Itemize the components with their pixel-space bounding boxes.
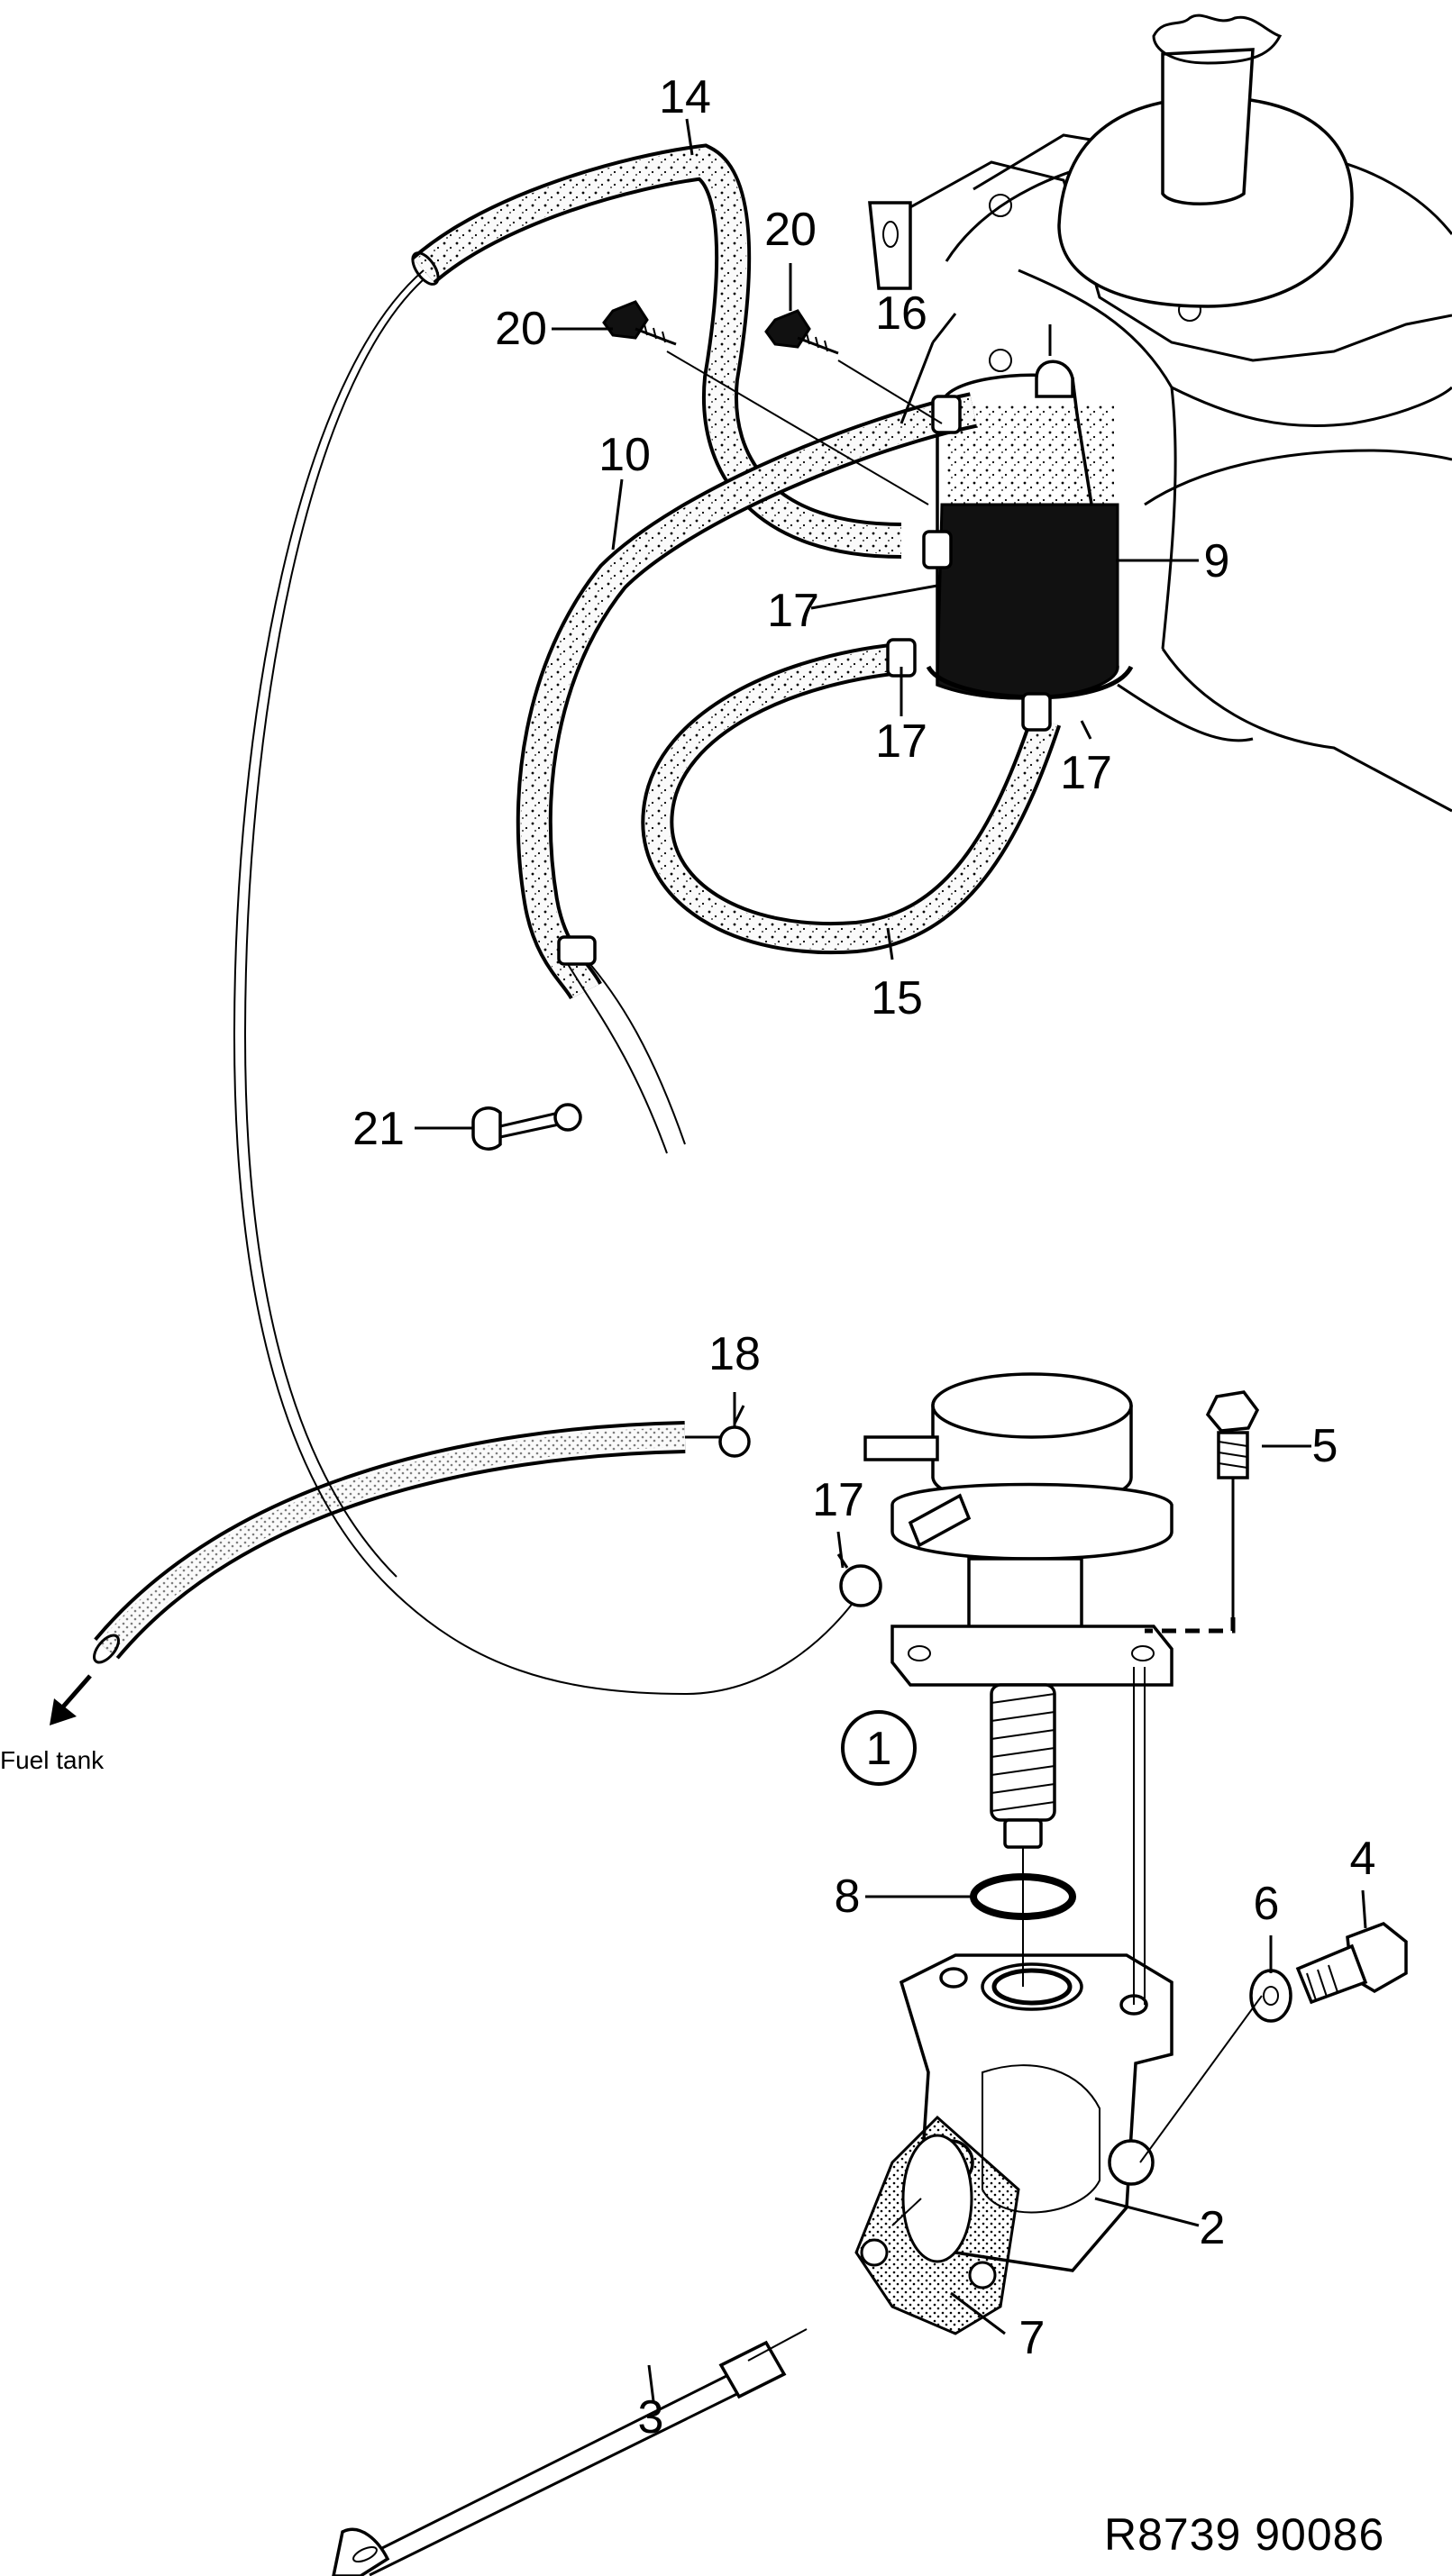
callout-16: 16 [875,287,927,340]
clip-21 [471,1103,582,1151]
bolt-20-right [764,309,943,424]
callout-7: 7 [1019,2312,1046,2364]
callout-20-left: 20 [495,303,547,355]
callout-18: 18 [708,1328,761,1380]
bolt-20-left [602,300,929,505]
leader-lines [415,118,1367,2402]
callout-2: 2 [1200,2202,1226,2254]
fuel-pump-assembly [863,1372,1173,1849]
bolt-5 [1145,1390,1260,1634]
callout-4: 4 [1350,1833,1376,1885]
callout-17-a: 17 [767,585,819,637]
fuel-tank-label: Fuel tank [0,1746,105,1774]
callout-17-c: 17 [1060,747,1112,799]
engine-housing [868,14,1452,813]
callout-21: 21 [352,1103,405,1155]
clamp-17-lower [836,1553,882,1607]
fuel-filter [926,324,1134,700]
washer-6 [1249,1969,1292,2023]
fuel-tank-arrow-icon [50,1674,92,1725]
callout-1: 1 [866,1723,892,1775]
fuel-line-to-tank [93,1421,721,1664]
callout-15: 15 [871,972,923,1024]
callout-1-circle [841,1710,917,1786]
fuel-return-line [233,269,866,1696]
callout-9: 9 [1204,535,1230,587]
pump-spring [990,1683,1056,1849]
callout-17-d: 17 [812,1474,864,1526]
gasket-7 [854,2115,1020,2335]
callout-6: 6 [1254,1878,1280,1930]
callout-14: 14 [659,71,711,123]
fuel-hose-end [567,963,668,1154]
pushrod-3 [332,2340,787,2576]
callout-10: 10 [598,429,651,481]
callout-3: 3 [638,2391,664,2444]
callout-20-right: 20 [764,204,817,256]
callout-5: 5 [1312,1420,1338,1472]
fuel-hose-10 [516,392,978,1001]
hose-clamps [557,395,1052,966]
bolt-4 [1295,1922,1408,2005]
callout-17-b: 17 [875,715,927,768]
fuel-hose-15 [641,642,1062,955]
drawing-code: R8739 90086 [1104,2509,1384,2560]
assembly-guide-lines [747,1667,1263,2362]
callout-8: 8 [835,1871,861,1923]
